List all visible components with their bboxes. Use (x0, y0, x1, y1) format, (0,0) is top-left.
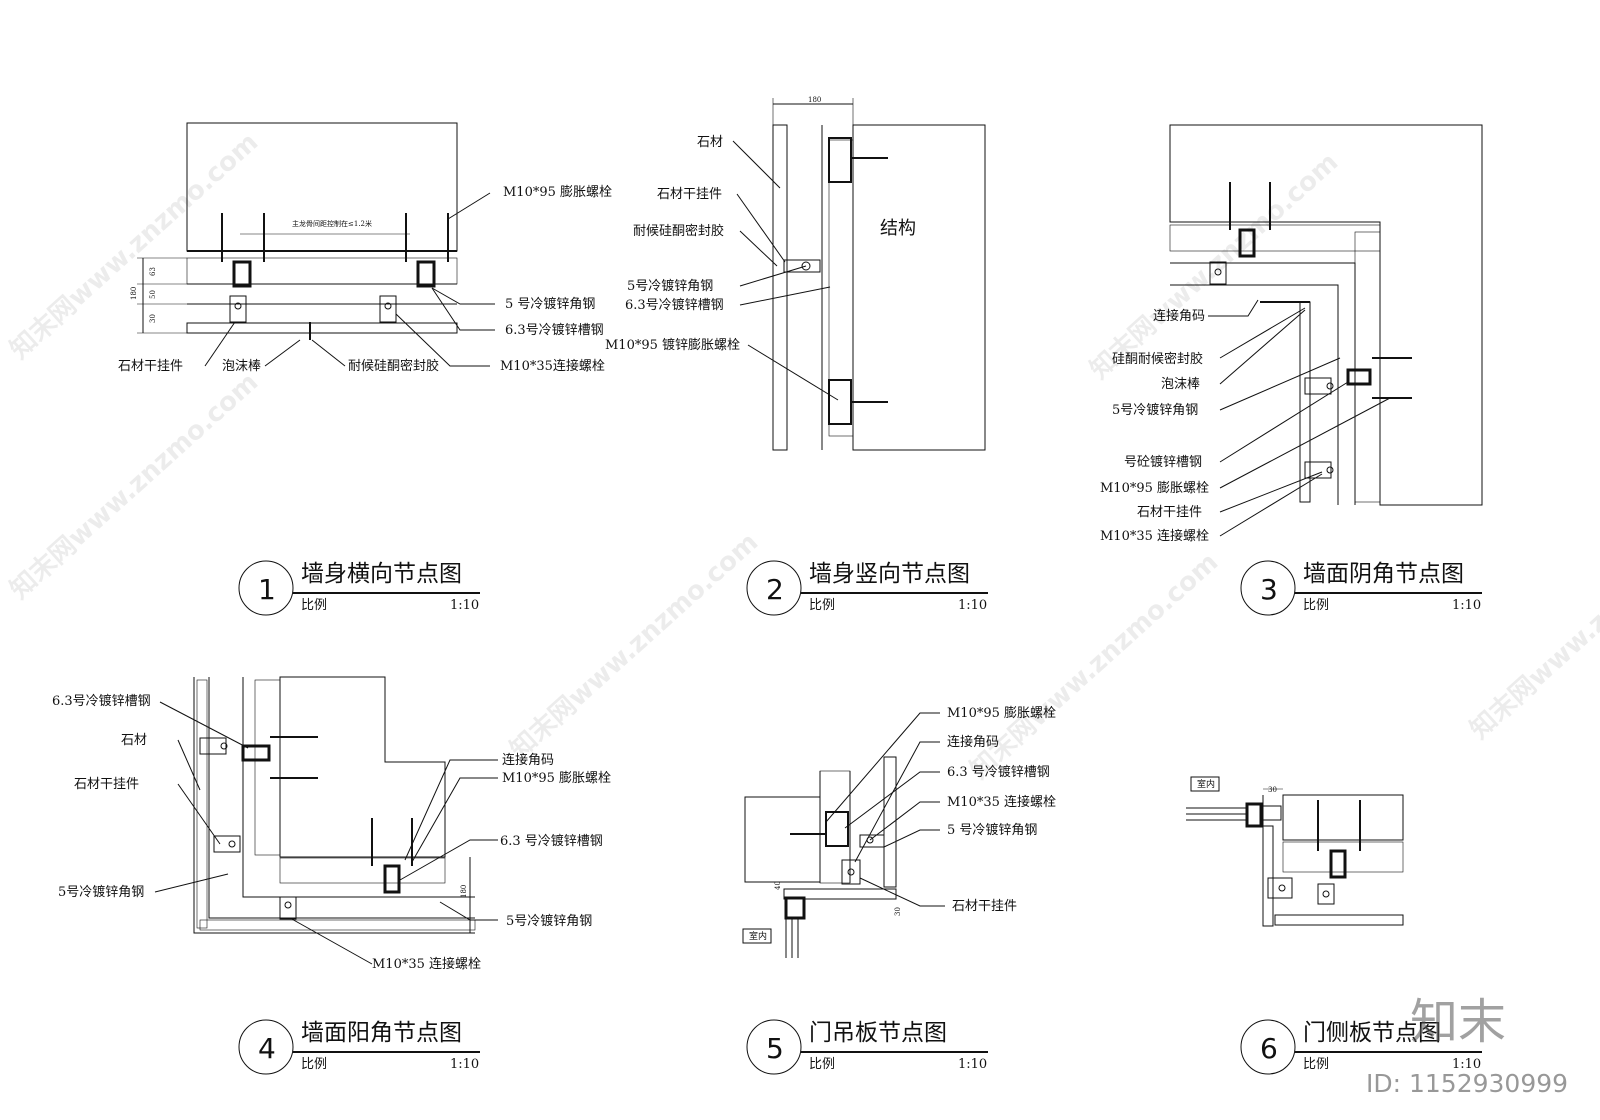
title-block-1 (238, 560, 480, 616)
detail-4-label: 6.3 号冷镀锌槽钢 (500, 833, 603, 849)
scale-label: 比例 (809, 598, 835, 613)
detail-3-label: 号砼镀锌槽钢 (1124, 454, 1202, 470)
scale-value: 1:10 (450, 1057, 479, 1072)
detail-number: 4 (258, 1032, 276, 1065)
detail-3-label: 泡沫棒 (1161, 377, 1200, 392)
scale-label: 比例 (1303, 1057, 1329, 1072)
detail-4-label: 5号冷镀锌角钢 (506, 913, 592, 929)
detail-6-dim: 30 (1268, 786, 1277, 794)
detail-4-label: 石材干挂件 (74, 777, 139, 792)
scale-label: 比例 (1303, 598, 1329, 613)
detail-3-label: M10*35 连接螺栓 (1100, 528, 1209, 544)
detail-2-dim: 180 (808, 96, 821, 104)
detail-number: 3 (1260, 573, 1278, 606)
detail-4-dim: 180 (460, 885, 468, 898)
detail-title: 墙面阳角节点图 (301, 1020, 462, 1046)
scale-value: 1:10 (958, 598, 987, 613)
detail-3-label: 硅酮耐候密封胶 (1112, 351, 1203, 367)
detail-3-label: 石材干挂件 (1137, 505, 1202, 520)
detail-5-dim-b: 30 (894, 907, 902, 916)
detail-1-label: 5 号冷镀锌角钢 (505, 296, 595, 312)
detail-5-room-label: 室内 (749, 930, 767, 942)
detail-5-label: M10*35 连接螺栓 (947, 794, 1056, 810)
detail-2-drawing (732, 98, 986, 451)
scale-label: 比例 (301, 1057, 327, 1072)
watermark: 知末网www.znzmo.com (1465, 507, 1600, 745)
detail-title: 门侧板节点图 (1303, 1020, 1441, 1046)
detail-number: 5 (766, 1032, 784, 1065)
detail-5-label: 石材干挂件 (952, 899, 1017, 914)
watermark: 知末网www.znzmo.com (505, 527, 765, 765)
detail-title: 墙身横向节点图 (301, 561, 462, 587)
detail-1-dim-b: 50 (149, 290, 157, 299)
detail-4-label: 6.3号冷镀锌槽钢 (52, 693, 151, 709)
detail-1-label: 泡沫棒 (222, 359, 261, 374)
scale-value: 1:10 (1452, 1057, 1481, 1072)
title-block-6 (1240, 1019, 1482, 1075)
detail-3-label: 5号冷镀锌角钢 (1112, 402, 1198, 418)
image-id: ID: 1152930999 (1366, 1069, 1568, 1098)
detail-number: 1 (258, 573, 276, 606)
detail-6-room-label: 室内 (1197, 778, 1215, 790)
detail-1-dim-total: 180 (130, 287, 138, 300)
detail-1-dim-a: 63 (149, 267, 157, 276)
detail-4-label: 石材 (121, 733, 147, 748)
detail-5-label: 连接角码 (947, 734, 999, 750)
detail-6-drawing (1186, 788, 1404, 927)
detail-5-label: M10*95 膨胀螺栓 (947, 706, 1056, 721)
watermark: 知末网www.znzmo.com (965, 547, 1225, 785)
title-block-2 (746, 560, 988, 616)
detail-2-label: 6.3号冷镀锌槽钢 (625, 297, 724, 313)
detail-5-label: 6.3 号冷镀锌槽钢 (947, 764, 1050, 780)
detail-5-dim-a: 40 (774, 881, 782, 890)
detail-1-label: M10*35连接螺栓 (500, 358, 605, 374)
detail-1-drawing (137, 122, 495, 367)
detail-4-label: 连接角码 (502, 752, 554, 768)
detail-1-label: 6.3号冷镀锌槽钢 (505, 322, 604, 338)
detail-6-room-tag (1190, 776, 1220, 792)
detail-number: 2 (766, 573, 784, 606)
title-block-4 (238, 1019, 480, 1075)
detail-1-label: 耐候硅酮密封胶 (348, 358, 439, 374)
detail-1-dim-c: 30 (149, 314, 157, 323)
detail-3-label: 连接角码 (1153, 308, 1205, 324)
detail-number: 6 (1260, 1032, 1278, 1065)
scale-value: 1:10 (958, 1057, 987, 1072)
detail-2-label: M10*95 镀锌膨胀螺栓 (605, 337, 740, 353)
detail-4-label: 5号冷镀锌角钢 (58, 884, 144, 900)
detail-2-label: 耐候硅酮密封胶 (633, 223, 724, 239)
watermark: 知末网www.znzmo.com (1085, 147, 1345, 385)
title-block-3 (1240, 560, 1482, 616)
scale-value: 1:10 (1452, 598, 1481, 613)
watermark: 知末网www.znzmo.com (5, 367, 265, 605)
detail-5-label: 5 号冷镀锌角钢 (947, 822, 1037, 838)
scale-value: 1:10 (450, 598, 479, 613)
detail-5-room-tag (742, 928, 772, 944)
detail-1-dim-note: 主龙骨间距控制在≤1.2米 (292, 219, 372, 228)
scale-label: 比例 (301, 598, 327, 613)
detail-4-label: M10*35 连接螺栓 (372, 956, 481, 972)
detail-5-drawing (744, 712, 945, 958)
detail-1-label: M10*95 膨胀螺栓 (503, 185, 612, 200)
detail-4-drawing (154, 676, 498, 965)
watermark: 知末网www.znzmo.com (5, 127, 265, 365)
detail-2-label: 石材干挂件 (657, 187, 722, 202)
detail-2-label: 5号冷镀锌角钢 (627, 278, 713, 294)
detail-3-drawing (1169, 124, 1483, 537)
brand-logo: 知末 (1410, 994, 1506, 1050)
detail-2-structure-label: 结构 (880, 218, 916, 239)
detail-2-label: 石材 (697, 135, 723, 150)
title-block-5 (746, 1019, 988, 1075)
detail-title: 墙身竖向节点图 (809, 561, 970, 587)
detail-title: 门吊板节点图 (809, 1020, 947, 1046)
detail-title: 墙面阴角节点图 (1303, 561, 1464, 587)
detail-4-label: M10*95 膨胀螺栓 (502, 771, 611, 786)
detail-3-label: M10*95 膨胀螺栓 (1100, 481, 1209, 496)
scale-label: 比例 (809, 1057, 835, 1072)
detail-1-label: 石材干挂件 (118, 359, 183, 374)
